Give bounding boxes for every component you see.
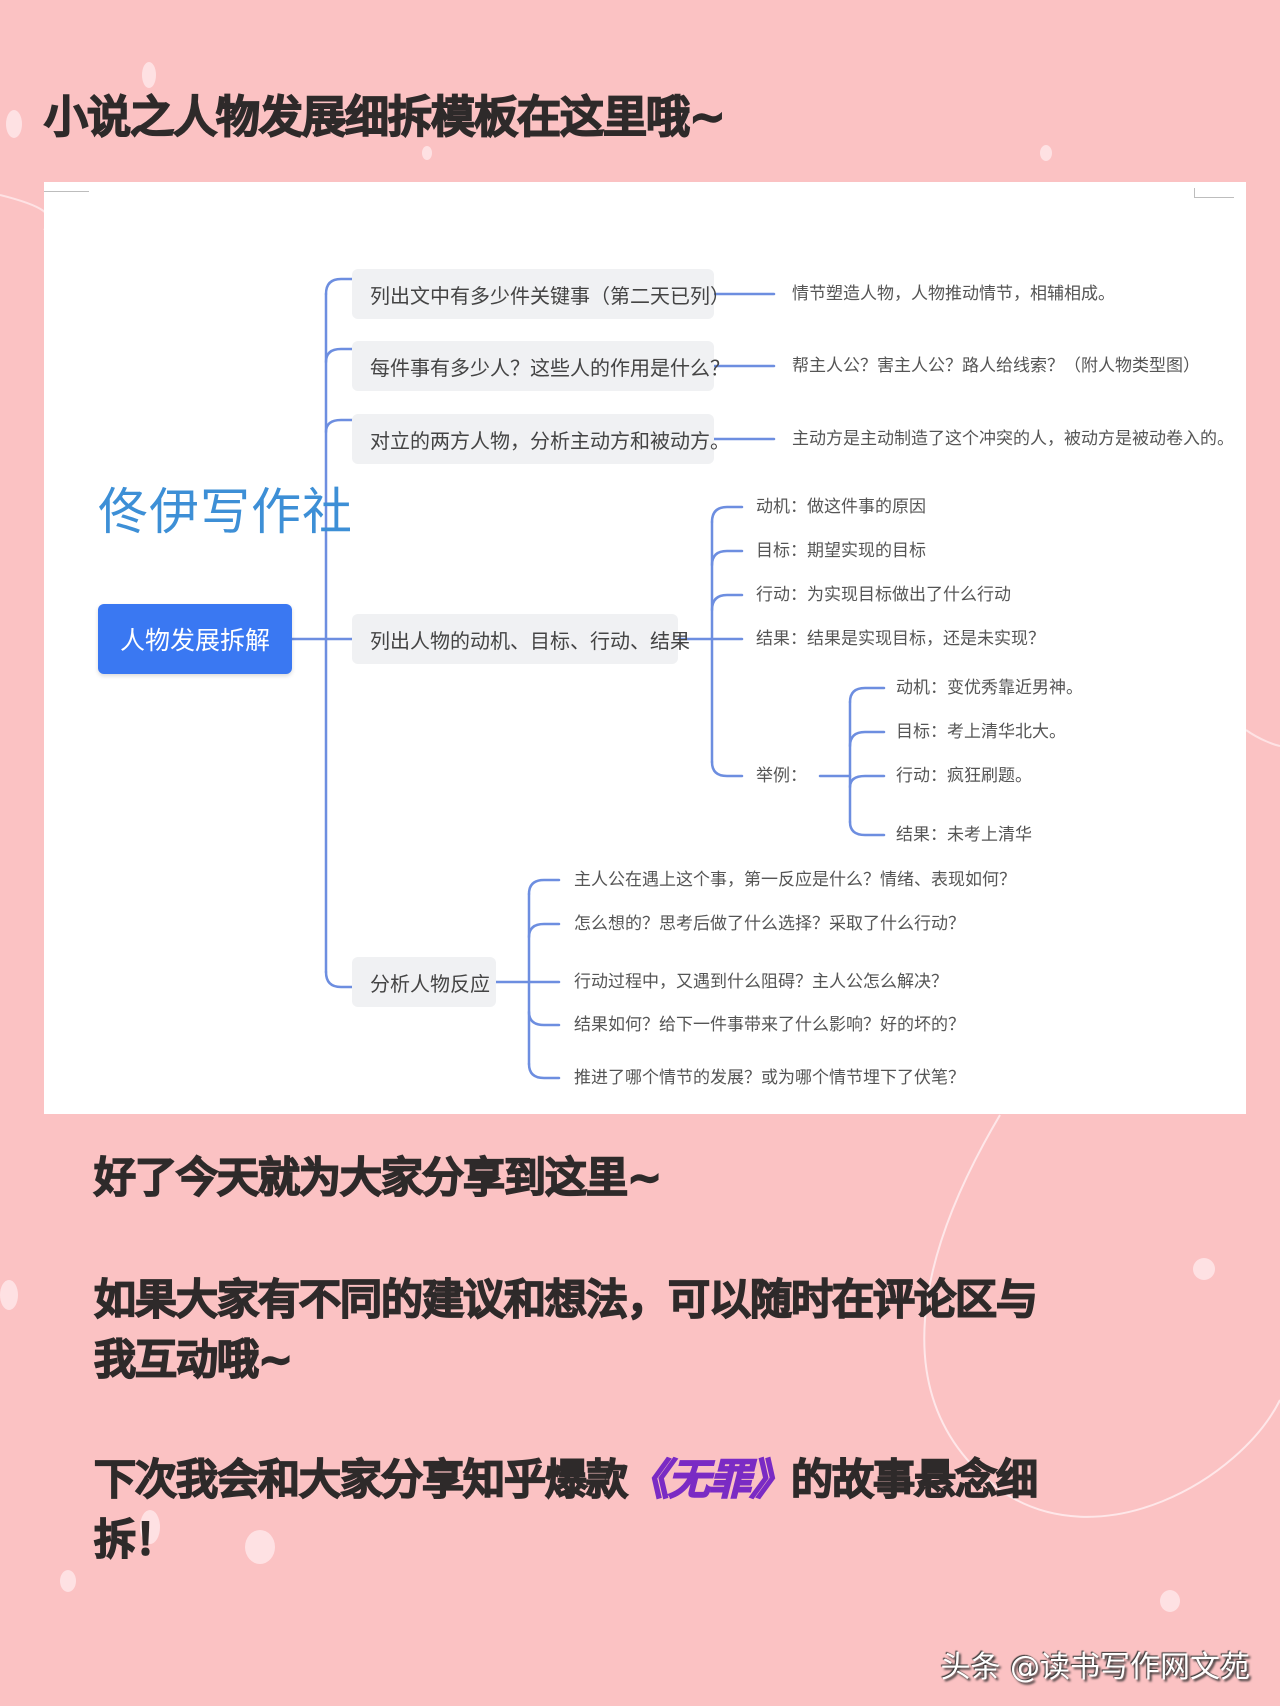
child-node: 推进了哪个情节的发展？或为哪个情节埋下了伏笔？	[574, 1068, 965, 1088]
decor-bubble	[1040, 145, 1052, 161]
decor-bubble	[6, 110, 22, 138]
child-node: 主人公在遇上这个事，第一反应是什么？情绪、表现如何？	[574, 870, 1016, 890]
decor-bubble	[142, 62, 156, 88]
branch-motive-goal-action-result[interactable]: 列出人物的动机、目标、行动、结果	[352, 614, 690, 664]
closing-line-3-post: 的故事悬念细	[790, 1454, 1039, 1505]
mindmap-root-node[interactable]: 人物发展拆解	[98, 604, 292, 674]
example-label: 举例：	[756, 766, 807, 786]
closing-line-3b: 拆！	[93, 1514, 178, 1565]
branch-character-reaction[interactable]: 分析人物反应	[352, 957, 496, 1007]
branch-label: 列出文中有多少件关键事（第二天已列）	[370, 283, 730, 308]
branch-key-events[interactable]: 列出文中有多少件关键事（第二天已列）	[352, 269, 730, 319]
example-child: 动机：变优秀靠近男神。	[896, 678, 1083, 698]
page-title: 小说之人物发展细拆模板在这里哦~	[43, 91, 726, 144]
brand-logo-text: 佟伊写作社	[98, 483, 353, 541]
source-watermark: 头条 @读书写作网文苑	[940, 1650, 1250, 1685]
child-node: 行动过程中，又遇到什么阻碍？主人公怎么解决？	[574, 972, 948, 992]
branch-note: 情节塑造人物，人物推动情节，相辅相成。	[792, 284, 1115, 304]
decor-bubble	[60, 1570, 76, 1592]
branch-note: 帮主人公？害主人公？路人给线索？（附人物类型图）	[792, 356, 1200, 376]
branch-label: 每件事有多少人？这些人的作用是什么？	[370, 355, 730, 380]
decor-bubble	[1160, 1590, 1180, 1612]
mindmap-card: 佟伊写作社 人物发展拆解 列出文中有多少件关键事（第二天已列） 每件事有多少人？…	[44, 182, 1246, 1114]
branch-characters-role[interactable]: 每件事有多少人？这些人的作用是什么？	[352, 341, 730, 391]
closing-line-2a: 如果大家有不同的建议和想法，可以随时在评论区与	[93, 1274, 1039, 1325]
crop-mark	[44, 182, 89, 192]
example-child: 行动：疯狂刷题。	[896, 766, 1032, 786]
child-node: 动机：做这件事的原因	[756, 497, 926, 517]
child-node: 结果如何？给下一件事带来了什么影响？好的坏的？	[574, 1015, 965, 1035]
branch-opposing-sides[interactable]: 对立的两方人物，分析主动方和被动方。	[352, 414, 730, 464]
closing-line-3: 下次我会和大家分享知乎爆款《无罪》的故事悬念细	[93, 1450, 1039, 1510]
child-node: 结果：结果是实现目标，还是未实现？	[756, 629, 1045, 649]
closing-line-3-pre: 下次我会和大家分享知乎爆款	[93, 1454, 629, 1505]
decor-bubble	[422, 146, 432, 160]
decor-bubble	[0, 1280, 18, 1310]
book-title-highlight[interactable]: 《无罪》	[626, 1454, 793, 1505]
child-node: 怎么想的？思考后做了什么选择？采取了什么行动？	[574, 914, 965, 934]
example-child: 结果：未考上清华	[896, 825, 1032, 845]
branch-note: 主动方是主动制造了这个冲突的人，被动方是被动卷入的。	[792, 429, 1234, 449]
child-node: 行动：为实现目标做出了什么行动	[756, 585, 1011, 605]
child-node: 目标：期望实现的目标	[756, 541, 926, 561]
decor-bubble	[1193, 1258, 1215, 1280]
branch-label: 分析人物反应	[370, 971, 490, 996]
branch-label: 对立的两方人物，分析主动方和被动方。	[370, 428, 730, 453]
crop-mark	[1194, 188, 1234, 198]
example-child: 目标：考上清华北大。	[896, 722, 1066, 742]
mindmap-connectors	[290, 277, 886, 1080]
decor-bubble	[140, 1510, 160, 1544]
branch-label: 列出人物的动机、目标、行动、结果	[370, 628, 690, 653]
decor-bubble	[245, 1530, 275, 1564]
closing-line-2b: 我互动哦~	[93, 1334, 294, 1385]
closing-line-1: 好了今天就为大家分享到这里~	[93, 1152, 663, 1203]
